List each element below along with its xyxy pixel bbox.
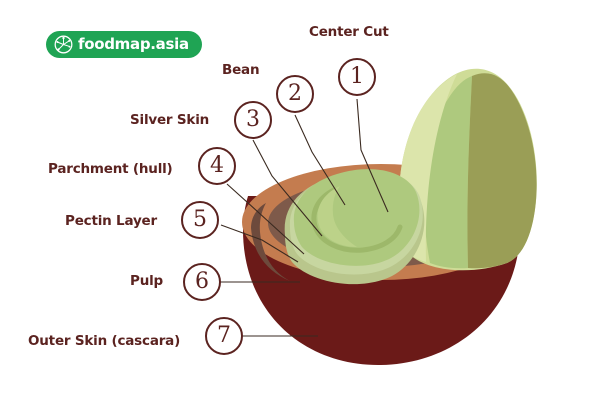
callout-number-7[interactable]: 7 [205,317,243,355]
callout-number-1[interactable]: 1 [338,58,376,96]
brand-logo[interactable]: foodmap.asia [46,31,202,58]
callout-number-5[interactable]: 5 [181,201,219,239]
callout-label-pulp: Pulp [130,273,163,289]
callout-number-2[interactable]: 2 [276,75,314,113]
callout-label-bean: Bean [222,62,260,78]
callout-label-parchment: Parchment (hull) [48,161,173,177]
callout-number-3[interactable]: 3 [234,101,272,139]
callout-label-pectin-layer: Pectin Layer [65,213,157,229]
callout-label-outer-skin: Outer Skin (cascara) [28,333,181,349]
standing-bean-shadow-face [467,73,537,269]
callout-number-6[interactable]: 6 [183,263,221,301]
callout-label-silver-skin: Silver Skin [130,112,210,128]
globe-compass-icon [54,35,73,54]
brand-name: foodmap.asia [78,35,189,53]
callout-label-center-cut: Center Cut [309,24,389,40]
callout-number-4[interactable]: 4 [198,147,236,185]
